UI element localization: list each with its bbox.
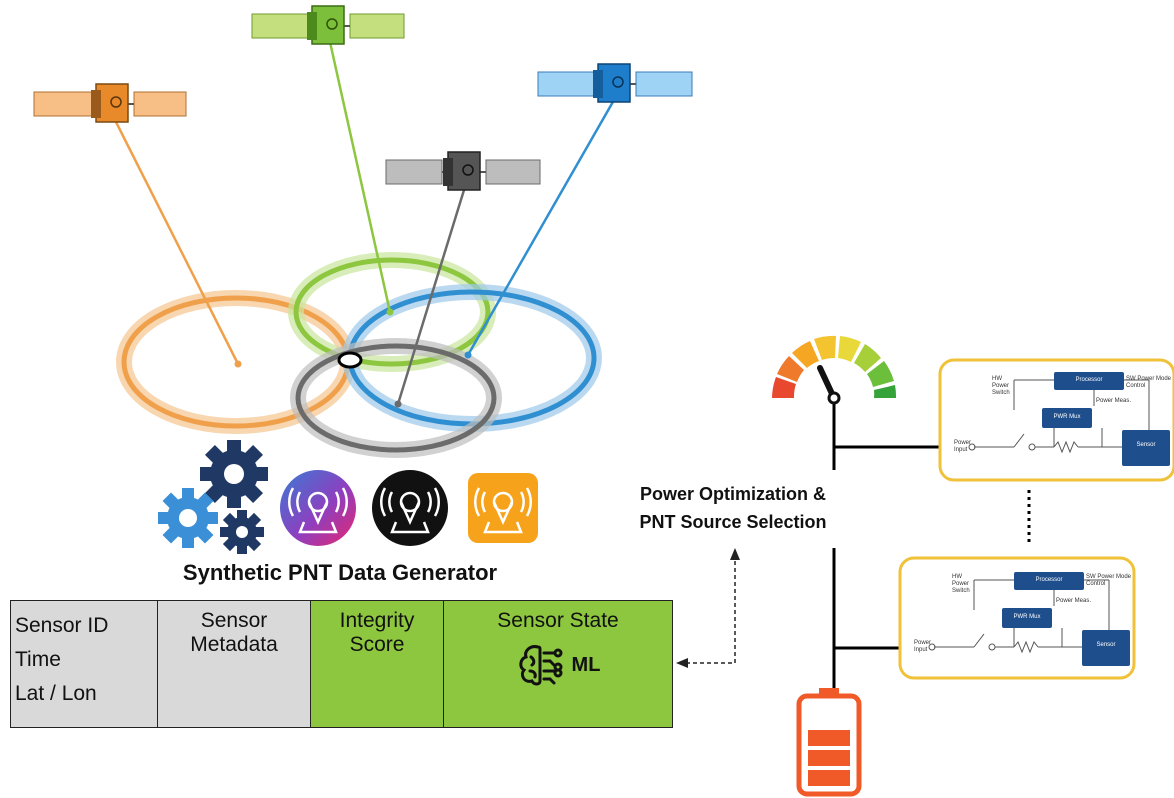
optimizer-title-line-1: Power Optimization & [639, 484, 826, 504]
processor-label: Processor [1035, 577, 1063, 583]
satellite-orange-icon [33, 83, 187, 123]
power-input-label: Power Input [954, 440, 972, 453]
field-score: Score [349, 633, 405, 656]
circuit-labels-board-2: HW Power Switch Processor SW Power Mode … [914, 572, 1134, 672]
field-sensor-state: Sensor State [497, 609, 619, 632]
gears-icon [158, 440, 268, 554]
power-meas-label: Power Meas. [1096, 398, 1132, 404]
signal-rings [116, 252, 602, 458]
sw-power-mode-label: SW Power Mode Control [1086, 574, 1132, 587]
sensor-board-2 [898, 556, 1136, 680]
sensor-state-cell: Sensor State ML [443, 600, 673, 728]
optimizer-title: Power Optimization & PNT Source Selectio… [598, 480, 868, 536]
pnt-source-gradient-icon [280, 470, 356, 546]
power-gauge-icon [772, 335, 897, 405]
sensor-label: Sensor [1136, 442, 1156, 448]
brain-circuit-icon [518, 645, 563, 686]
field-time: Time [15, 648, 61, 671]
battery-icon [796, 688, 862, 797]
pwr-mux-label: PWR Mux [1013, 614, 1041, 620]
signal-beams [113, 41, 616, 408]
satellite-gray-icon [385, 151, 541, 191]
generator-title: Synthetic PNT Data Generator [182, 560, 498, 585]
power-meas-label: Power Meas. [1056, 598, 1092, 604]
field-sensor: Sensor [200, 609, 268, 632]
ml-row: ML [448, 643, 668, 687]
pnt-source-orange-icon [468, 473, 538, 543]
sensor-label: Sensor [1096, 642, 1116, 648]
integrity-cell: Integrity Score [310, 600, 444, 728]
power-input-label: Power Input [914, 640, 932, 653]
processor-label: Processor [1075, 377, 1103, 383]
circuit-labels-board-1: HW Power Switch Processor SW Power Mode … [954, 372, 1174, 472]
sensor-board-1 [938, 358, 1174, 482]
table-row: Sensor ID Time Lat / Lon Sensor Metadata… [10, 600, 673, 728]
pnt-data-record-table: Sensor ID Time Lat / Lon Sensor Metadata… [10, 600, 673, 728]
power-bus [832, 404, 1031, 688]
pnt-source-black-icon [372, 470, 448, 546]
identity-cell: Sensor ID Time Lat / Lon [10, 600, 158, 728]
field-lat-lon: Lat / Lon [15, 682, 97, 705]
field-metadata: Metadata [190, 633, 278, 656]
metadata-cell: Sensor Metadata [157, 600, 311, 728]
field-sensor-id: Sensor ID [15, 614, 109, 637]
feedback-link-arrow [676, 548, 740, 668]
field-integrity: Integrity [339, 609, 415, 632]
optimizer-title-line-2: PNT Source Selection [639, 512, 827, 532]
pwr-mux-label: PWR Mux [1053, 414, 1081, 420]
sw-power-mode-label: SW Power Mode Control [1126, 376, 1172, 389]
satellite-blue-icon [537, 63, 693, 103]
hw-power-switch-label: HW Power Switch [952, 574, 970, 594]
ml-label: ML [571, 653, 601, 676]
satellite-green-icon [251, 5, 405, 45]
position-fix-marker [337, 351, 363, 369]
hw-power-switch-label: HW Power Switch [992, 376, 1010, 396]
